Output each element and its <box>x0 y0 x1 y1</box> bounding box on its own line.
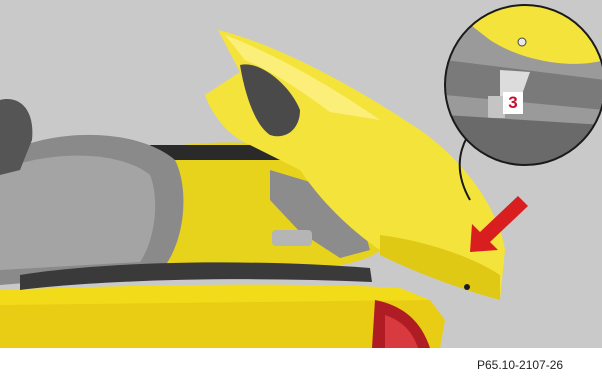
hinge-latch <box>272 230 312 246</box>
figure-reference-code: P65.10-2107-26 <box>477 358 563 372</box>
lid-bolt <box>464 284 470 290</box>
callout-number-label: 3 <box>503 92 523 114</box>
detail-magnifier <box>445 5 602 165</box>
roof-cover <box>0 156 155 270</box>
